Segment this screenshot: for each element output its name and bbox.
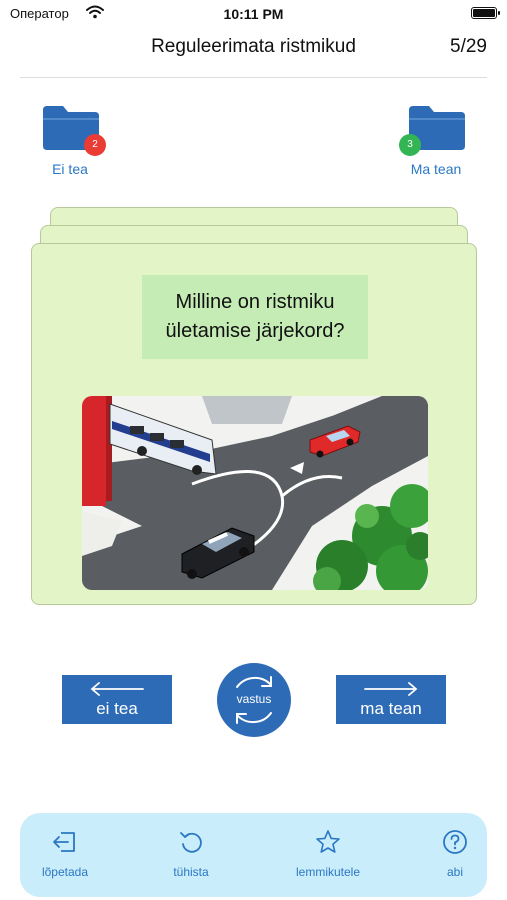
page-title: Reguleerimata ristmikud (151, 36, 356, 57)
folder-ei-tea[interactable]: 2 Ei tea (30, 100, 110, 180)
nav-header: Reguleerimata ristmikud 5/29 (0, 28, 507, 76)
ma-tean-label: ma tean (360, 699, 422, 718)
flip-icon (236, 676, 272, 724)
arrow-left-icon (90, 682, 144, 696)
status-bar: Оператор 10:11 PM (0, 0, 507, 28)
bottom-toolbar: lõpetada tühista lemmikutele abi (20, 813, 487, 897)
folder-icon (409, 106, 465, 150)
question-card[interactable]: Milline on ristmiku ületamise järjekord? (31, 243, 477, 605)
tab-lopetada[interactable]: lõpetada (15, 829, 115, 889)
question-counter: 5/29 (450, 36, 487, 57)
status-time: 10:11 PM (223, 6, 284, 22)
tab-abi[interactable]: abi (405, 829, 505, 889)
folder-label: Ma tean (410, 161, 462, 177)
tab-label: lemmikutele (295, 865, 361, 879)
battery-icon (471, 7, 500, 19)
folder-count-badge: 3 (399, 134, 421, 156)
ma-tean-button[interactable]: ma tean (336, 675, 446, 724)
vastus-button[interactable]: vastus (217, 663, 291, 737)
exit-icon (53, 832, 75, 852)
tab-lemmikutele[interactable]: lemmikutele (278, 829, 378, 889)
folder-count-badge: 2 (84, 134, 106, 156)
header-divider (20, 77, 487, 78)
tab-label: lõpetada (41, 865, 89, 879)
tab-tuhista[interactable]: tühista (141, 829, 241, 889)
ei-tea-button[interactable]: ei tea (62, 675, 172, 724)
undo-icon (180, 832, 202, 853)
ei-tea-label: ei tea (96, 699, 138, 718)
arrow-right-icon (364, 682, 418, 696)
tab-label: abi (446, 865, 463, 879)
question-box: Milline on ristmiku ületamise järjekord? (142, 275, 368, 359)
carrier-name: Оператор (10, 6, 69, 21)
intersection-scene-image (82, 396, 428, 590)
wifi-icon (86, 5, 104, 19)
folder-label: Ei tea (52, 161, 88, 177)
tab-label: tühista (173, 865, 209, 879)
star-icon (316, 830, 340, 853)
question-text: Milline on ristmiku ületamise järjekord? (165, 291, 345, 342)
vastus-label: vastus (236, 692, 272, 706)
folder-ma-tean[interactable]: 3 Ma tean (396, 100, 476, 180)
help-icon (443, 830, 467, 854)
